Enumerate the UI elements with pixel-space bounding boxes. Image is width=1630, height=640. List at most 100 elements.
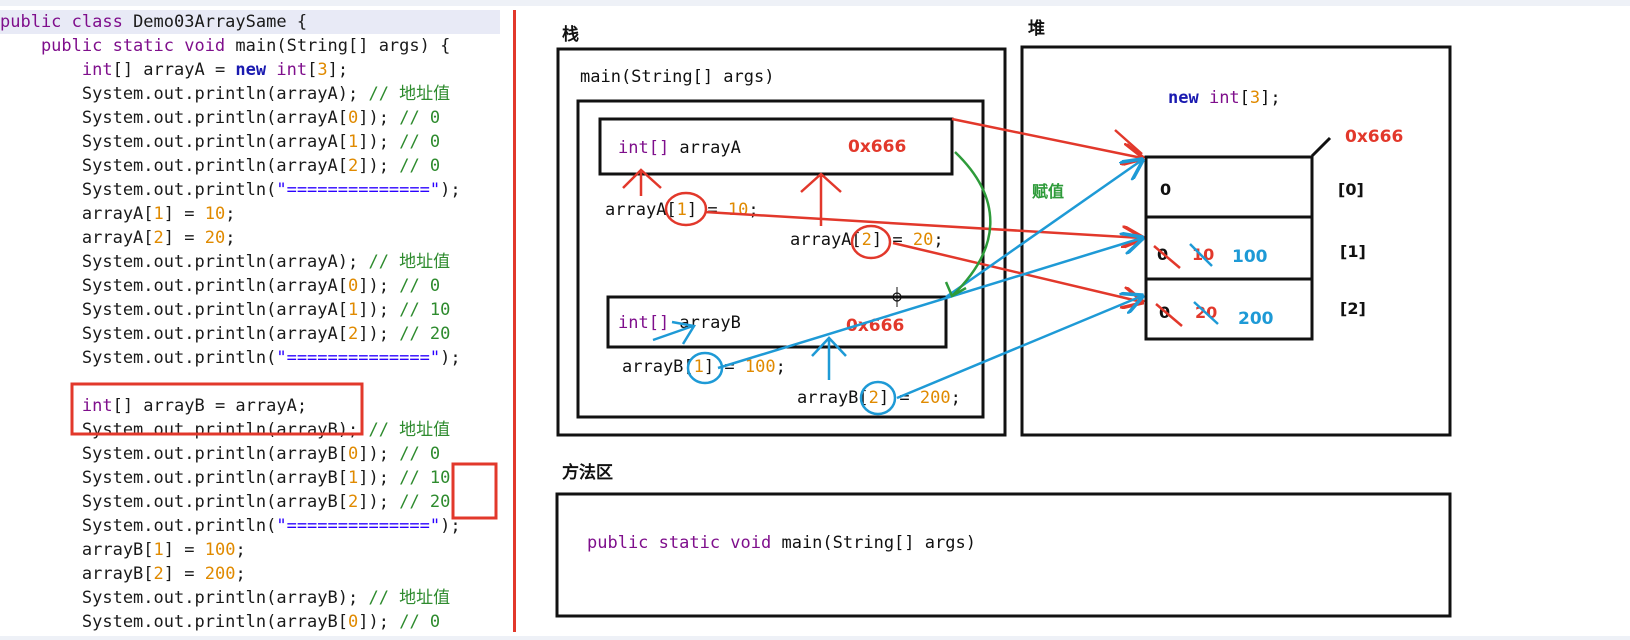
code-token: System.out.println(arrayB[: [0, 612, 348, 632]
assignment-curve-arrowhead: [944, 281, 967, 298]
code-token: 2: [348, 156, 359, 176]
code-token: System.out.println(arrayA[: [0, 156, 348, 176]
code-token: );: [440, 180, 461, 200]
arrayA-address: 0x666: [848, 137, 906, 157]
arrayB-reference-arrow: [945, 160, 1142, 299]
stack-box: [556, 47, 1007, 437]
code-line: System.out.println(arrayB); // 地址值: [0, 586, 450, 610]
code-token: ]);: [358, 156, 400, 176]
assign-arrayA-1-arrow: [704, 210, 1142, 238]
cell-2-index: [2]: [1340, 299, 1366, 318]
assign-arrayB-1: arrayB[1] = 100;: [622, 357, 786, 377]
code-token: 2: [153, 228, 164, 248]
code-token: // 0: [399, 276, 441, 296]
assign-arrayB-2: arrayB[2] = 200;: [797, 388, 961, 408]
code-token: 1: [153, 204, 164, 224]
cell-1-index: [1]: [1340, 242, 1366, 261]
code-token: // 0: [399, 444, 441, 464]
main-frame-box: [576, 99, 985, 419]
code-line: System.out.println("==============");: [0, 514, 461, 538]
heap-box: [1020, 45, 1452, 437]
code-token: System.out.println(: [0, 348, 277, 368]
code-token: );: [440, 348, 461, 368]
code-token: ;: [235, 540, 246, 560]
code-line: public class Demo03ArraySame {: [0, 10, 500, 34]
code-token: 1: [348, 132, 359, 152]
code-token: ]);: [358, 612, 400, 632]
index-circle-a2: [850, 224, 892, 260]
code-token: ]);: [358, 276, 400, 296]
highlight-box-results: [451, 462, 498, 520]
code-token: // 10: [399, 468, 451, 488]
arrayA-reference-arrow: [951, 117, 1142, 158]
assign-arrayA-2: arrayA[2] = 20;: [790, 230, 944, 250]
cell-0-value: 0: [1160, 180, 1171, 199]
code-line: System.out.println(arrayB[2]); // 20: [0, 490, 451, 514]
code-token: ] =: [163, 540, 205, 560]
code-token: 1: [153, 540, 164, 560]
code-line: System.out.println(arrayB[1]); // 10: [0, 466, 451, 490]
code-token: 3: [317, 60, 328, 80]
code-line: System.out.println(arrayA[1]); // 0: [0, 130, 440, 154]
up-arrow-annotation: [622, 168, 662, 196]
stack-label: 栈: [562, 24, 579, 45]
code-token: System.out.println(arrayA[: [0, 132, 348, 152]
code-line: System.out.println(arrayA); // 地址值: [0, 250, 450, 274]
code-token: // 0: [399, 156, 441, 176]
code-token: // 0: [399, 612, 441, 632]
code-token: 100: [204, 540, 236, 560]
code-line: System.out.println("==============");: [0, 346, 461, 370]
code-token: );: [440, 516, 461, 536]
code-token: main(String[] args) {: [235, 36, 451, 56]
main-frame-label: main(String[] args): [580, 67, 774, 87]
up-arrow-annotation: [652, 320, 697, 345]
code-token: 1: [348, 300, 359, 320]
code-line: arrayB[1] = 100;: [0, 538, 246, 562]
code-line: int[] arrayA = new int[3];: [0, 58, 348, 82]
code-token: // 地址值: [368, 252, 451, 272]
code-token: new: [235, 60, 277, 80]
code-token: [: [307, 60, 318, 80]
code-token: arrayB[: [0, 540, 154, 560]
assign-label: 赋值: [1032, 182, 1064, 201]
code-token: "==============": [276, 516, 441, 536]
arrayB-address: 0x666: [846, 316, 904, 336]
code-token: 2: [348, 324, 359, 344]
cell-0-index: [0]: [1338, 180, 1364, 199]
code-line: System.out.println(arrayA[1]); // 10: [0, 298, 451, 322]
code-token: // 10: [399, 300, 451, 320]
method-signature: public static void main(String[] args): [587, 533, 976, 553]
code-token: 2: [153, 564, 164, 584]
code-token: int: [276, 60, 308, 80]
address-pointer-line: [1310, 136, 1332, 158]
code-divider: [513, 10, 516, 632]
code-token: arrayA[: [0, 204, 154, 224]
code-token: System.out.println(arrayB);: [0, 588, 369, 608]
code-token: ;: [225, 228, 236, 248]
code-token: ] =: [163, 564, 205, 584]
code-token: int: [0, 60, 113, 80]
code-token: public class: [0, 12, 134, 32]
code-token: 2: [348, 492, 359, 512]
code-line: System.out.println(arrayA[2]); // 20: [0, 322, 451, 346]
assign-arrayB-1-arrow: [717, 238, 1142, 370]
code-token: // 20: [399, 324, 451, 344]
code-token: arrayB[: [0, 564, 154, 584]
code-token: System.out.println(: [0, 516, 277, 536]
code-token: ];: [327, 60, 349, 80]
assign-arrayA-1: arrayA[1] = 10;: [605, 200, 759, 220]
code-line: System.out.println("==============");: [0, 178, 461, 202]
slide-canvas: public class Demo03ArraySame { public st…: [0, 6, 1630, 636]
code-token: System.out.println(arrayA[: [0, 300, 348, 320]
method-area-label: 方法区: [562, 462, 613, 483]
code-token: ]);: [358, 492, 400, 512]
code-token: ]);: [358, 132, 400, 152]
index-circle-b1: [686, 351, 724, 385]
code-token: System.out.println(arrayB[: [0, 468, 348, 488]
code-token: ]);: [358, 300, 400, 320]
code-token: // 地址值: [368, 84, 451, 104]
code-line: System.out.println(arrayB[0]); // 0: [0, 610, 440, 634]
code-token: "==============": [276, 180, 441, 200]
code-token: 0: [348, 612, 359, 632]
code-token: System.out.println(: [0, 180, 277, 200]
